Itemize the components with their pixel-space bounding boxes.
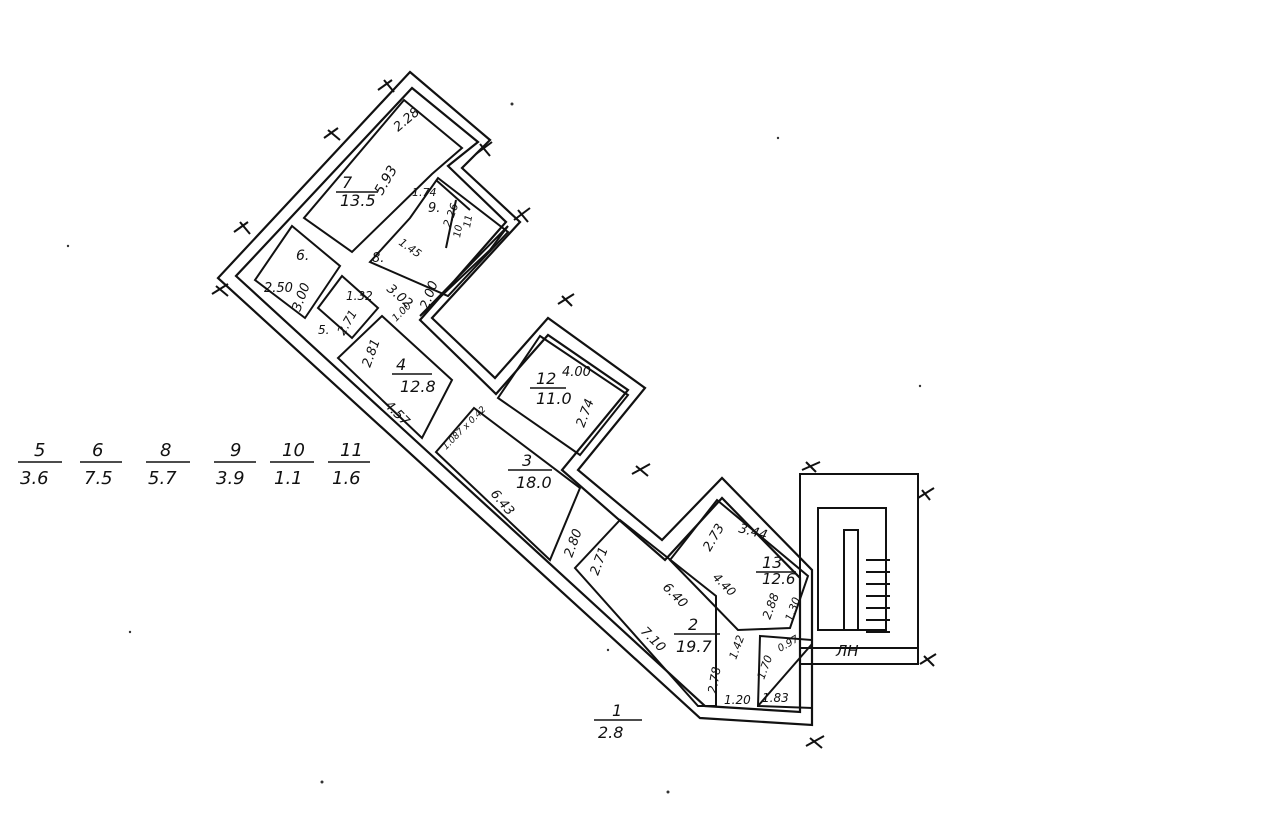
legend-area-4: 1.1 [274, 468, 303, 489]
room-2-area: 19.7 [676, 637, 712, 656]
room-12-dim-a: 4.00 [562, 365, 591, 380]
room-13-dim-a: 2.73 [700, 521, 727, 554]
room-9-dim-a: 1.74 [412, 186, 437, 199]
room-6-dim-a: 2.50 [264, 281, 293, 296]
legend-area-2: 5.7 [148, 468, 177, 489]
room-13-area: 12.6 [762, 570, 795, 588]
room-5-dim-a: 1.32 [346, 289, 373, 303]
room-3-dim-a: 6.43 [487, 487, 517, 519]
room-4-area: 12.8 [400, 377, 436, 396]
room-3-number: 3 [522, 451, 532, 470]
room-7-area: 13.5 [340, 191, 376, 210]
room-6-dim-b: 3.00 [290, 281, 314, 313]
room-12-dim-b: 2.74 [574, 397, 598, 429]
room-11-number: 11 [462, 214, 475, 228]
room-13-number: 13 [762, 553, 782, 572]
legend-num-5: 11 [340, 440, 363, 461]
legend-num-0: 5 [34, 440, 45, 461]
room-12-outline [496, 334, 630, 457]
small-dim-b: 1.83 [762, 691, 789, 705]
exit-label: ЛН [835, 642, 859, 660]
legend-area-5: 1.6 [332, 468, 361, 489]
room-8-number: 8. [372, 251, 384, 266]
dimension-ticks [211, 79, 937, 749]
staircase [799, 473, 919, 665]
area-legend: 5 3.6 6 7.5 8 5.7 9 3.9 10 1.1 11 1.6 [18, 440, 370, 489]
small-room-outline [756, 634, 813, 710]
room-2-outline [573, 518, 717, 707]
legend-num-1: 6 [92, 440, 103, 461]
room-2-dim-f: 1.42 [727, 634, 748, 661]
room-2-dim-e: 1.20 [724, 693, 751, 707]
room-3-dim-b: 2.80 [562, 527, 586, 559]
room-6-number: 6. [296, 248, 309, 264]
room-5-outline [316, 274, 380, 340]
interior-walls [253, 98, 813, 710]
room-5-number: 5. [318, 323, 329, 337]
outer-wall [216, 70, 814, 727]
room-2-dim-b: 6.40 [659, 580, 690, 611]
room-2-dim-d: 2.78 [705, 665, 723, 694]
room-2-number: 2 [688, 615, 698, 634]
room-3-area: 18.0 [516, 473, 552, 492]
room-1-number: 1 [612, 701, 622, 720]
ink-specks [66, 102, 922, 794]
room-4-number: 4 [396, 355, 406, 374]
room-6-outline [253, 224, 342, 320]
room-3-note: 1.087 x 0.42 [441, 405, 488, 452]
legend-area-1: 7.5 [84, 468, 113, 489]
legend-area-0: 3.6 [20, 468, 49, 489]
room-12-number: 12 [536, 369, 556, 388]
room-12-area: 11.0 [536, 389, 572, 408]
legend-num-2: 8 [160, 440, 171, 461]
room-4-dim-a: 2.81 [360, 337, 384, 369]
room-7-number: 7 [342, 173, 353, 192]
legend-num-4: 10 [282, 440, 305, 461]
room-8-9-outline [368, 176, 510, 298]
room-3-outline [434, 406, 582, 562]
room-13-dim-d: 2.88 [760, 591, 782, 621]
room-9-number: 9. [428, 201, 440, 216]
room-1-area: 2.8 [598, 723, 623, 742]
room-7-outline [302, 98, 464, 254]
room-8-dim-a: 1.45 [396, 236, 424, 261]
small-dim-c: 1.70 [755, 654, 776, 681]
room-13-dim-b: 3.44 [737, 521, 769, 543]
room-13-outline [668, 498, 810, 632]
legend-area-3: 3.9 [216, 468, 245, 489]
room-7-dim-b: 5.93 [372, 163, 401, 198]
room-4-outline [336, 314, 454, 440]
room-10-number: 10 [452, 224, 465, 238]
room-2-dim-c: 7.10 [637, 624, 668, 655]
legend-num-3: 9 [230, 440, 241, 461]
